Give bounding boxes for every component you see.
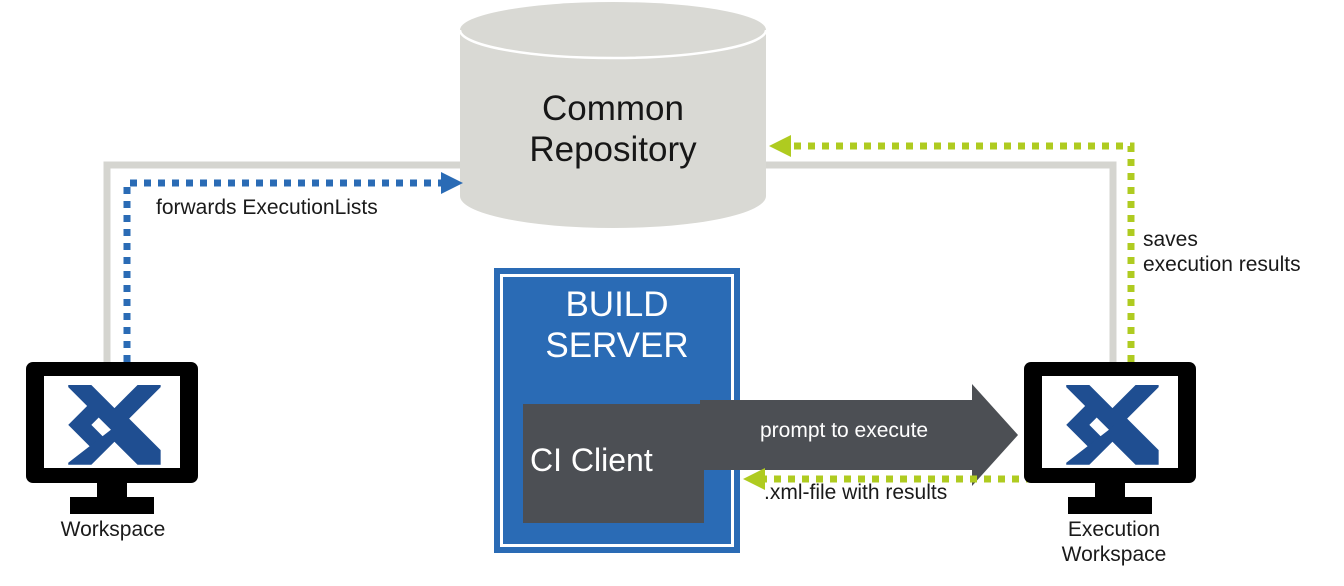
execution-workspace-monitor-icon: [1024, 362, 1196, 514]
edge-saves-execution-results: [769, 135, 1135, 362]
edge-prompt-to-execute: [700, 384, 1018, 486]
ci-client-label: CI Client: [530, 442, 653, 478]
ci-client-block: [523, 404, 704, 523]
workspace-caption: Workspace: [60, 518, 166, 541]
connector-right-gray: [755, 161, 1117, 383]
saves-label-line2: execution results: [1143, 252, 1301, 276]
edge-label-prompt-to-execute: prompt to execute: [760, 419, 929, 442]
saves-label-line1: saves: [1143, 228, 1198, 251]
execution-workspace-caption-line2: Workspace: [1061, 542, 1167, 566]
edge-label-xml-file-with-results: .xml-file with results: [764, 481, 948, 504]
repository-title-line2: Repository: [529, 130, 697, 170]
execution-workspace-caption-line1: Execution: [1067, 518, 1161, 541]
repository-title-line1: Common: [542, 89, 684, 128]
connector-left-gray: [103, 161, 470, 383]
edge-label-forwards-executionlists: forwards ExecutionLists: [156, 196, 378, 219]
build-server-title-line1: BUILD: [565, 285, 669, 324]
common-repository-cylinder: [458, 2, 768, 228]
edge-forwards-executionlists: [123, 172, 463, 362]
build-server-title-line2: SERVER: [545, 326, 689, 366]
workspace-monitor-icon: [26, 362, 198, 514]
